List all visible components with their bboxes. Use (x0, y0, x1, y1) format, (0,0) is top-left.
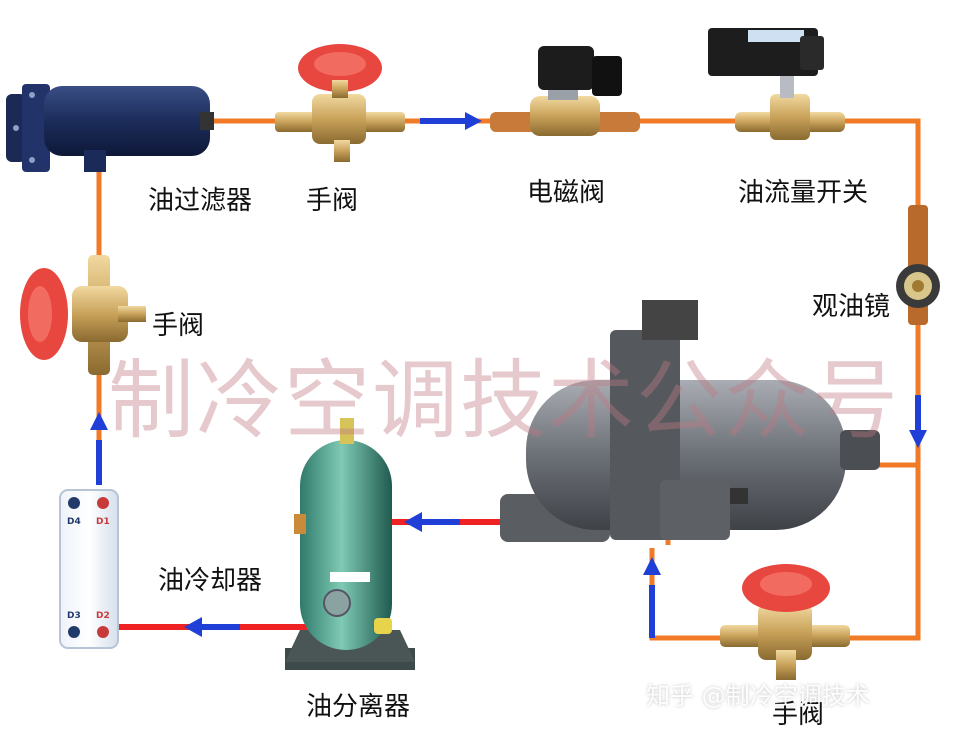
oil-separator-icon (285, 418, 415, 670)
screw-compressor-icon (500, 300, 880, 542)
label-oil-separator: 油分离器 (306, 692, 411, 722)
port-d4-label: D4 (67, 517, 81, 527)
label-oil-flow-switch: 油流量开关 (738, 178, 869, 208)
port-d1-label: D1 (96, 517, 110, 527)
plate-heat-exchanger-icon: D4 D1 D3 D2 (59, 489, 119, 649)
port-d2-label: D2 (96, 611, 110, 621)
sight-glass-icon (896, 205, 940, 325)
arrow-left-cooler (184, 617, 202, 637)
arrow-right-top (465, 112, 482, 130)
hand-valve-icon (20, 255, 146, 375)
watermark-main: 制冷空调技术公众号 (108, 351, 900, 451)
hand-valve-icon (275, 44, 405, 162)
label-oil-cooler: 油冷却器 (158, 566, 263, 596)
arrow-down-sight (909, 430, 927, 448)
label-solenoid-valve: 电磁阀 (527, 178, 606, 208)
label-hand-valve-left: 手阀 (152, 311, 205, 341)
line-flow-switch-to-sight-glass (840, 118, 921, 210)
arrow-left-separator (404, 512, 422, 532)
flow-switch-icon (708, 28, 845, 140)
solenoid-valve-icon (490, 46, 640, 136)
watermark-corner: 知乎 @制冷空调技术 (646, 682, 870, 710)
hand-valve-icon (720, 564, 850, 680)
label-sight-glass: 观油镜 (812, 292, 891, 322)
oil-filter-icon (6, 84, 214, 172)
label-hand-valve-bottom: 手阀 (772, 700, 825, 730)
port-d3-label: D3 (67, 611, 81, 621)
arrow-up-bottom (643, 557, 661, 575)
label-hand-valve-top: 手阀 (306, 186, 359, 216)
line-bottom-valve-left (649, 548, 733, 641)
arrow-up-left (90, 412, 108, 430)
label-oil-filter: 油过滤器 (148, 186, 253, 216)
flow-arrows (90, 112, 927, 637)
